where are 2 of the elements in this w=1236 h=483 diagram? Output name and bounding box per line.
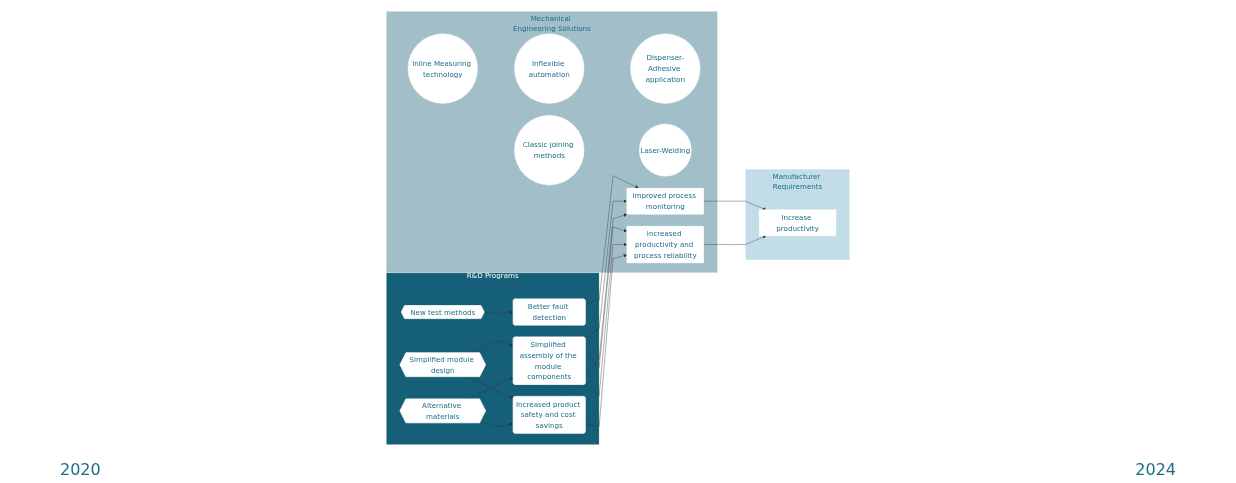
year-label: 2024 (1135, 460, 1176, 479)
year-label: 2020 (60, 460, 101, 479)
